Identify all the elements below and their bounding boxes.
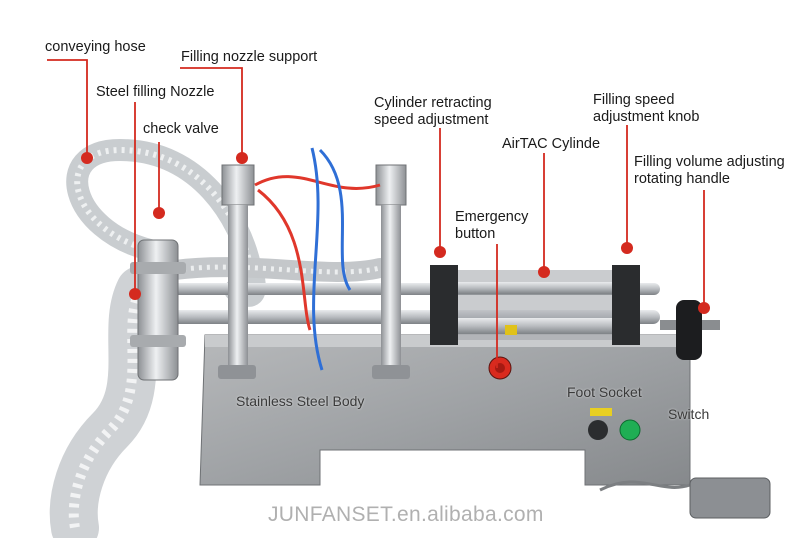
air-tubes bbox=[254, 147, 381, 371]
label-switch: Switch bbox=[668, 406, 710, 422]
label-filling-speed-line1: Filling speed bbox=[593, 92, 675, 108]
steel-filling-nozzle bbox=[130, 239, 186, 381]
label-check-valve: check valve bbox=[143, 121, 219, 137]
label-emergency-line2: button bbox=[455, 226, 496, 242]
filling-nozzle-supports bbox=[218, 164, 410, 379]
cylinder-assembly bbox=[140, 265, 660, 345]
label-emergency-button: Emergency button bbox=[455, 209, 528, 243]
watermark: JUNFANSET.en.alibaba.com bbox=[268, 503, 544, 526]
label-cylinder-retracting-line2: speed adjustment bbox=[374, 112, 489, 128]
callout-pointers bbox=[47, 59, 705, 368]
label-foot-socket: Foot Socket bbox=[567, 384, 642, 400]
label-emergency-line1: Emergency bbox=[455, 209, 529, 225]
label-conveying-hose: conveying hose bbox=[45, 39, 146, 55]
callout-dots bbox=[81, 152, 710, 314]
label-cylinder-retracting-line1: Cylinder retracting bbox=[374, 95, 492, 111]
label-airtac-cylinder: AirTAC Cylinde bbox=[502, 136, 601, 152]
label-filling-volume-handle: Filling volume adjusting rotating handle bbox=[634, 154, 785, 188]
control-panel bbox=[488, 356, 641, 441]
label-filling-volume-line1: Filling volume adjusting bbox=[634, 154, 785, 170]
foot-pedal bbox=[599, 477, 771, 519]
stainless-steel-body bbox=[199, 334, 691, 486]
label-filling-volume-line2: rotating handle bbox=[634, 171, 730, 187]
label-stainless-steel-body: Stainless Steel Body bbox=[236, 393, 365, 409]
label-filling-speed-knob: Filling speed adjustment knob bbox=[593, 92, 699, 126]
label-cylinder-retracting: Cylinder retracting speed adjustment bbox=[374, 95, 492, 129]
label-filling-nozzle-support: Filling nozzle support bbox=[181, 49, 318, 65]
filling-volume-handle bbox=[660, 300, 720, 360]
label-filling-speed-line2: adjustment knob bbox=[593, 109, 700, 125]
label-steel-filling-nozzle: Steel filling Nozzle bbox=[96, 84, 215, 100]
